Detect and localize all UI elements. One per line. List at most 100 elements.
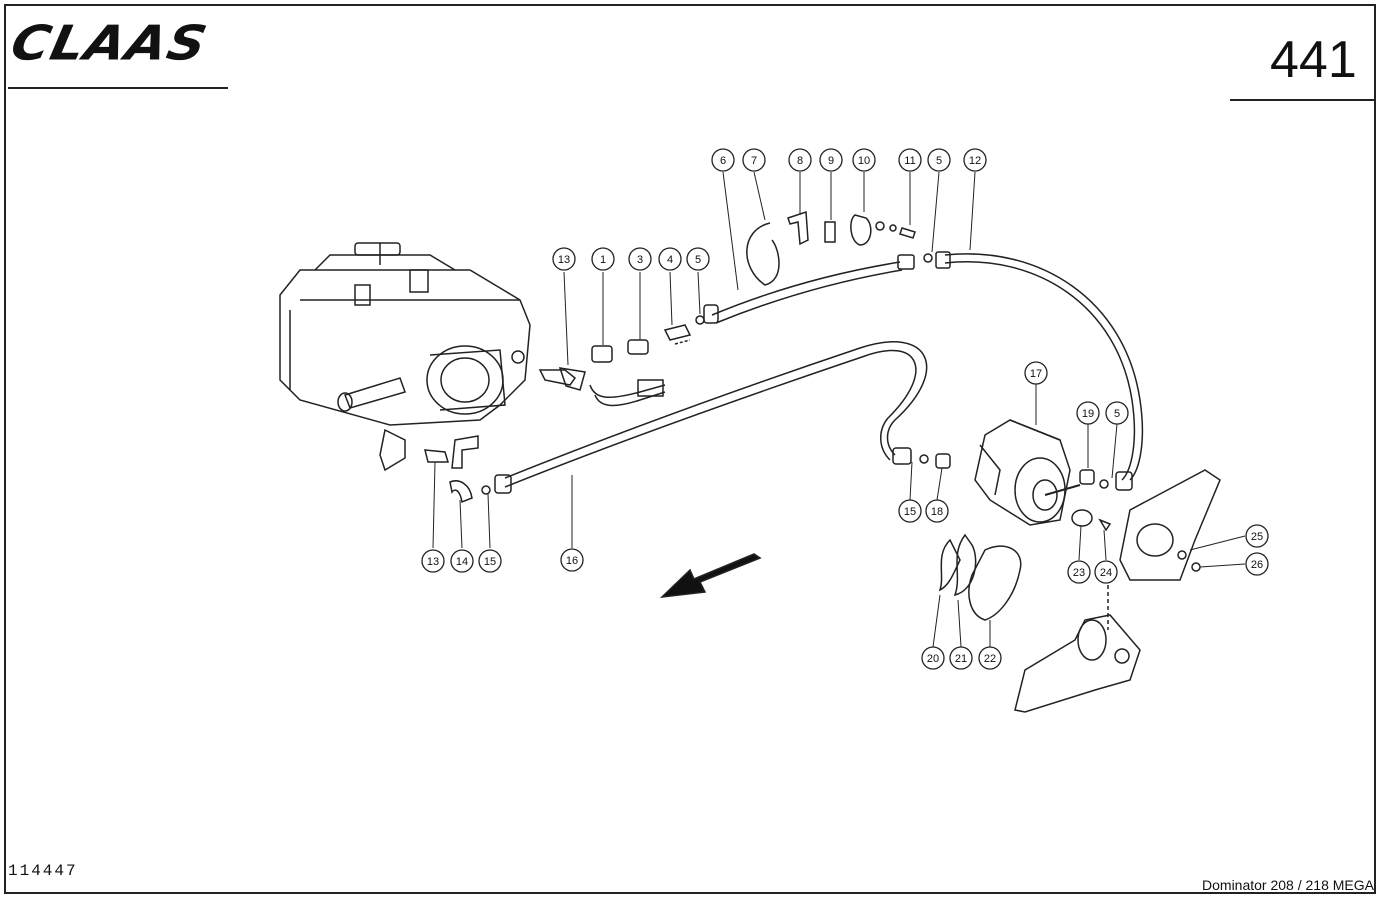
- callout-circle: [450, 549, 474, 573]
- page-number-underline: [1230, 99, 1376, 101]
- gear-pump-17: [974, 419, 1081, 526]
- page-number: 441: [1270, 31, 1357, 89]
- callout-circle: [421, 549, 445, 573]
- callout-circle: [552, 247, 576, 271]
- callout-label: 17: [1030, 368, 1042, 380]
- callout-circle: [949, 646, 973, 670]
- nut-26: [1191, 562, 1201, 572]
- callout-circle: [1105, 401, 1129, 425]
- callout-label: 8: [797, 155, 803, 167]
- callout-label: 23: [1073, 567, 1085, 579]
- fitting-13-upper: [538, 369, 577, 386]
- callout-label: 25: [1251, 531, 1263, 543]
- callout-part-21: 21: [949, 646, 973, 670]
- callout-circle: [742, 148, 766, 172]
- fitting-13-lower: [424, 449, 450, 463]
- tee-fitting: [451, 435, 479, 469]
- flow-direction-arrow: [659, 553, 762, 599]
- callout-label: 7: [751, 155, 757, 167]
- hose-12: [935, 251, 1144, 491]
- callout-part-9: 9: [819, 148, 843, 172]
- callout-label: 20: [927, 653, 939, 665]
- callout-label: 15: [904, 506, 916, 518]
- callout-part-1: 1: [591, 247, 615, 271]
- callout-part-11: 11: [898, 148, 922, 172]
- callout-circle: [591, 247, 615, 271]
- callout-circle: [560, 548, 584, 572]
- callout-part-25: 25: [1245, 524, 1269, 548]
- callout-circle: [898, 499, 922, 523]
- bearing-23: [1071, 509, 1093, 527]
- callout-label: 19: [1082, 408, 1094, 420]
- callout-part-12: 12: [963, 148, 987, 172]
- callout-label: 5: [695, 254, 701, 266]
- callout-label: 24: [1100, 567, 1112, 579]
- callout-label: 12: [969, 155, 981, 167]
- callout-circle: [1076, 401, 1100, 425]
- callout-circle: [788, 148, 812, 172]
- callout-label: 22: [984, 653, 996, 665]
- callout-label: 1: [600, 254, 606, 266]
- callout-part-26: 26: [1245, 552, 1269, 576]
- callout-part-17: 17: [1024, 361, 1048, 385]
- callout-part-15: 15: [478, 549, 502, 573]
- clamp-7: [746, 222, 780, 286]
- callout-circle: [1094, 560, 1118, 584]
- callout-part-23: 23: [1067, 560, 1091, 584]
- callout-part-16: 16: [560, 548, 584, 572]
- callout-circle: [925, 499, 949, 523]
- gasket-21: [953, 533, 977, 597]
- seal-15-left: [481, 485, 491, 495]
- callout-part-4: 4: [658, 247, 682, 271]
- plate-9: [824, 221, 836, 243]
- logo-underline: [8, 87, 228, 89]
- callout-part-19: 19: [1076, 401, 1100, 425]
- callout-circle: [686, 247, 710, 271]
- hose-6: [703, 254, 915, 324]
- callout-circle: [658, 247, 682, 271]
- mounting-bracket: [1119, 469, 1221, 581]
- callout-part-18: 18: [925, 499, 949, 523]
- leader-lines: [432, 171, 1246, 648]
- model-label: Dominator 208 / 218 MEGA: [1202, 877, 1374, 893]
- callout-circle: [898, 148, 922, 172]
- callout-label: 14: [456, 556, 468, 568]
- callout-part-14: 14: [450, 549, 474, 573]
- gasket-22: [968, 545, 1022, 621]
- callout-circle: [978, 646, 1002, 670]
- callout-circle: [1067, 560, 1091, 584]
- fitting-18: [935, 453, 951, 469]
- bolt-11: [899, 227, 916, 239]
- callout-label: 6: [720, 155, 726, 167]
- fitting-1: [591, 345, 613, 363]
- bracket-8: [787, 210, 809, 246]
- callout-part-24: 24: [1094, 560, 1118, 584]
- callout-circle: [711, 148, 735, 172]
- callout-label: 13: [558, 254, 570, 266]
- callout-part-5: 5: [927, 148, 951, 172]
- callout-part-6: 6: [711, 148, 735, 172]
- callout-circle: [1245, 552, 1269, 576]
- callout-label: 3: [637, 254, 643, 266]
- clip-10: [850, 214, 872, 246]
- callout-label: 18: [931, 506, 943, 518]
- callout-circle: [1024, 361, 1048, 385]
- callout-circle: [1245, 524, 1269, 548]
- callout-part-22: 22: [978, 646, 1002, 670]
- callout-part-7: 7: [742, 148, 766, 172]
- callout-label: 16: [566, 555, 578, 567]
- callout-circle: [819, 148, 843, 172]
- callout-circle: [478, 549, 502, 573]
- key-24: [1098, 518, 1112, 532]
- seal-5-upper: [695, 315, 705, 325]
- callout-part-10: 10: [852, 148, 876, 172]
- callout-circle: [927, 148, 951, 172]
- callout-part-13: 13: [552, 247, 576, 271]
- callout-part-13: 13: [421, 549, 445, 573]
- callout-part-20: 20: [921, 646, 945, 670]
- callout-circle: [852, 148, 876, 172]
- callout-part-15: 15: [898, 499, 922, 523]
- callout-part-3: 3: [628, 247, 652, 271]
- callout-circle: [921, 646, 945, 670]
- callout-label: 4: [667, 254, 673, 266]
